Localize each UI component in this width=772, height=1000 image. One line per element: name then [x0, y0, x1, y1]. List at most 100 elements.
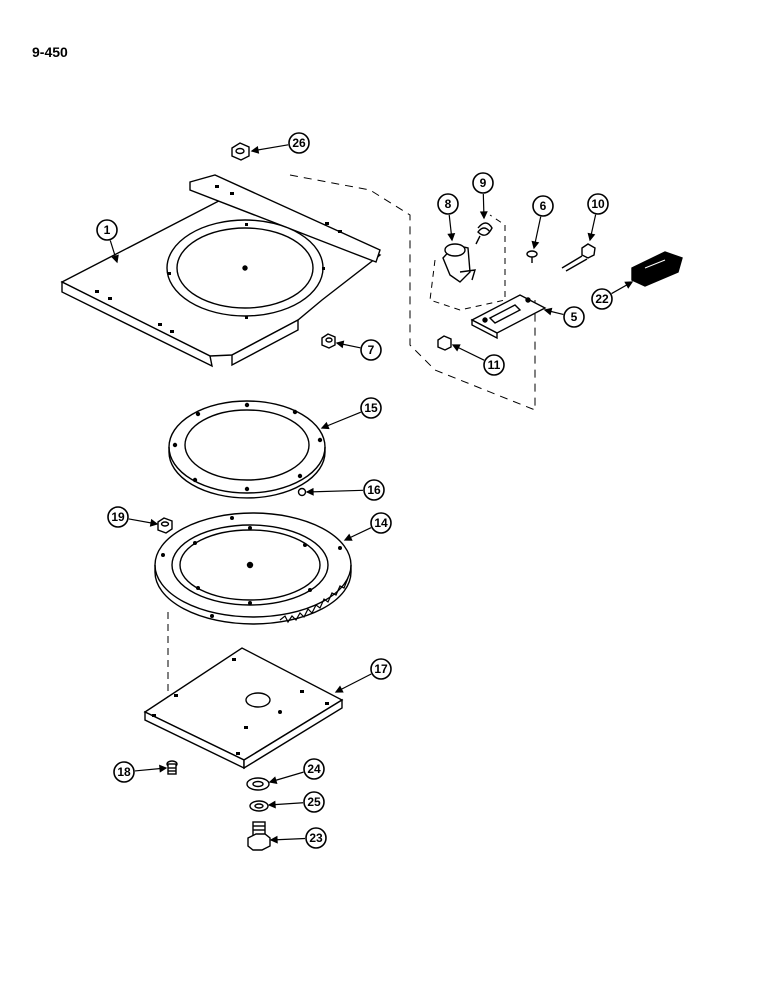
part-nut-19 — [157, 517, 173, 534]
callout-24: 24 — [268, 758, 325, 784]
callout-number: 9 — [480, 176, 487, 190]
page-number: 9-450 — [32, 44, 68, 60]
callout-17: 17 — [334, 658, 392, 693]
callout-number: 25 — [307, 795, 321, 809]
arrowhead — [543, 307, 553, 316]
part-ball-16 — [297, 487, 307, 497]
arrowhead — [343, 533, 353, 541]
callout-number: 22 — [595, 292, 609, 306]
arrowhead — [335, 340, 345, 349]
arrowhead — [587, 232, 596, 242]
arrowhead — [531, 240, 540, 250]
callout-balloon — [370, 658, 392, 680]
part-bolt-18 — [166, 760, 178, 775]
callout-number: 16 — [367, 483, 381, 497]
callout-7: 7 — [335, 339, 382, 361]
part-latch-plate-5 — [470, 294, 547, 340]
part-screw-6 — [526, 250, 538, 263]
callout-balloon — [360, 339, 382, 361]
callout-balloon — [591, 288, 613, 310]
callout-balloon — [96, 219, 118, 241]
arrowhead — [267, 800, 276, 809]
callout-number: 26 — [292, 136, 306, 150]
part-seat-plate — [60, 174, 382, 368]
part-nut-11 — [437, 335, 452, 351]
arrowhead — [624, 281, 634, 289]
callout-balloon — [107, 506, 129, 528]
callout-number: 23 — [309, 831, 323, 845]
callout-25: 25 — [267, 791, 325, 813]
callout-5: 5 — [543, 306, 585, 328]
callout-23: 23 — [269, 827, 327, 849]
part-latch-8 — [442, 243, 476, 283]
callout-1: 1 — [96, 219, 119, 264]
arrowhead — [250, 145, 260, 154]
arrowhead — [334, 685, 344, 693]
arrowhead — [447, 233, 456, 242]
callout-number: 11 — [488, 358, 501, 372]
callout-number: 6 — [540, 199, 547, 213]
part-base-plate-17 — [143, 647, 344, 770]
arrowhead — [159, 764, 168, 773]
arrowhead — [111, 254, 119, 264]
callout-14: 14 — [343, 512, 392, 541]
callout-balloon — [437, 193, 459, 215]
callout-10: 10 — [587, 193, 609, 242]
callout-15: 15 — [320, 397, 382, 430]
callout-balloon — [305, 827, 327, 849]
part-stud-23 — [247, 821, 271, 851]
part-swivel-gear-14 — [154, 512, 352, 625]
callout-balloon — [587, 193, 609, 215]
callout-number: 8 — [445, 197, 452, 211]
callout-number: 17 — [374, 662, 388, 676]
arrowhead — [305, 487, 314, 496]
callout-balloon — [303, 758, 325, 780]
callout-number: 15 — [364, 401, 378, 415]
part-knob-22 — [631, 251, 683, 287]
part-nut-7 — [321, 333, 336, 349]
callout-number: 24 — [307, 762, 321, 776]
callout-9: 9 — [472, 172, 494, 220]
callout-number: 19 — [111, 510, 125, 524]
callout-19: 19 — [107, 506, 159, 528]
callout-balloon — [472, 172, 494, 194]
callout-balloon — [360, 397, 382, 419]
callout-6: 6 — [531, 195, 554, 250]
dashed-outline-lever — [429, 214, 506, 311]
arrowhead — [320, 421, 330, 430]
callout-number: 7 — [368, 343, 375, 357]
arrowhead — [268, 776, 278, 784]
callout-18: 18 — [113, 761, 168, 783]
callout-balloon — [303, 791, 325, 813]
callout-number: 5 — [571, 310, 578, 324]
callout-balloon — [563, 306, 585, 328]
arrowhead — [149, 518, 159, 527]
callout-26: 26 — [250, 132, 310, 154]
callout-11: 11 — [451, 344, 505, 376]
leader-line — [306, 489, 364, 493]
callout-balloon — [288, 132, 310, 154]
part-washer-25 — [249, 800, 269, 812]
callout-16: 16 — [305, 479, 385, 501]
callout-balloon — [113, 761, 135, 783]
arrowhead — [451, 344, 461, 352]
callout-balloon — [483, 354, 505, 376]
callout-balloon — [532, 195, 554, 217]
callout-22: 22 — [591, 281, 634, 310]
part-nut-26 — [231, 142, 250, 161]
arrowhead — [269, 835, 278, 844]
callout-number: 14 — [374, 516, 388, 530]
callout-number: 1 — [104, 223, 111, 237]
dashed-outline-latch — [289, 174, 536, 411]
leader-line — [321, 411, 362, 429]
callout-balloon — [370, 512, 392, 534]
part-spring-9 — [475, 222, 493, 245]
part-ring-15 — [168, 400, 326, 499]
callout-number: 18 — [117, 765, 131, 779]
part-washer-24 — [246, 777, 270, 791]
callout-balloon — [363, 479, 385, 501]
callout-8: 8 — [437, 193, 459, 242]
part-bolt-10 — [561, 243, 596, 272]
